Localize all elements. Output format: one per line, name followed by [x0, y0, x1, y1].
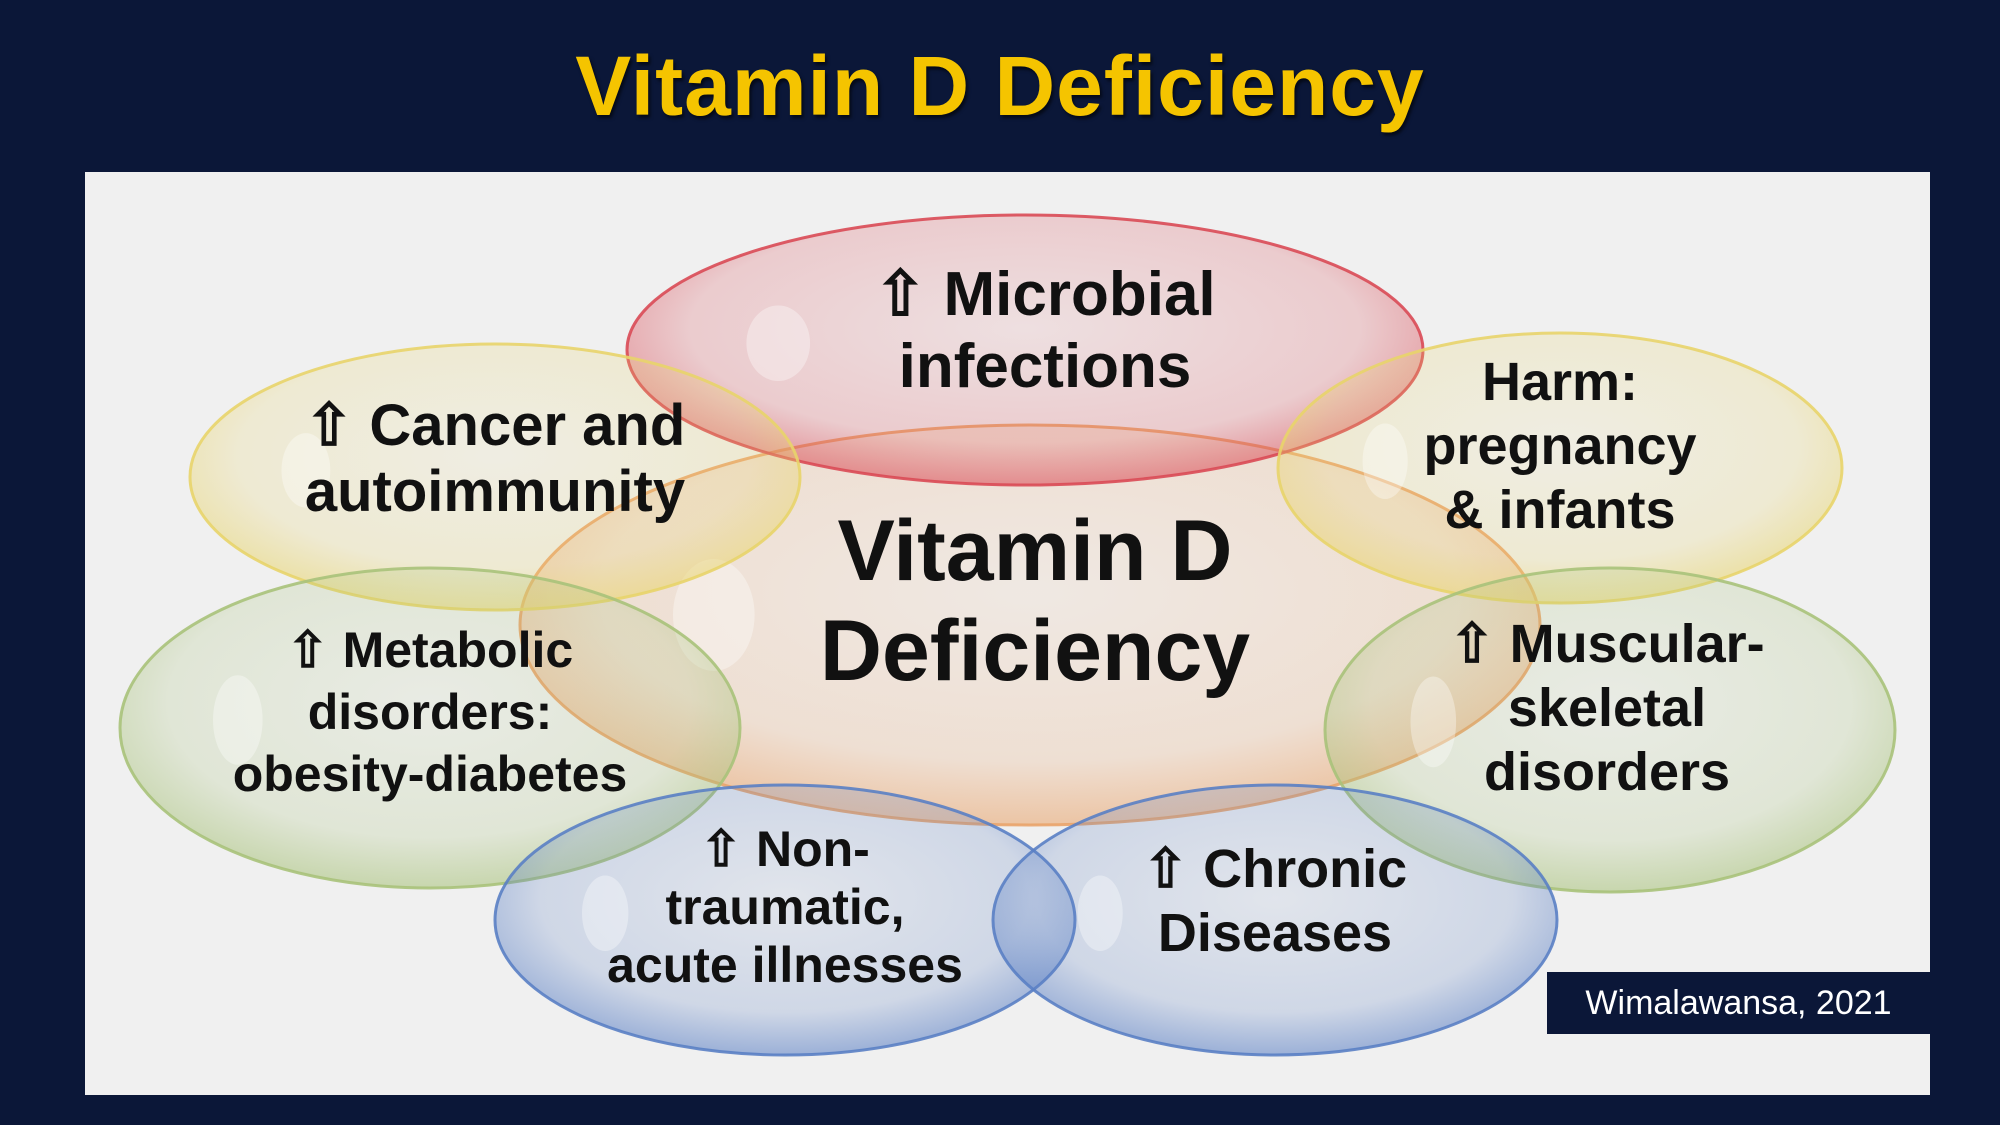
label-center-line-1: Vitamin D	[837, 503, 1232, 599]
label-cancer-line-1: ⇧ Cancer and	[305, 393, 686, 458]
ellipse-highlight-nontraumatic	[582, 875, 629, 952]
ellipse-highlight-microbial	[746, 305, 811, 382]
label-metabolic-line-3: obesity-diabetes	[233, 746, 628, 802]
label-metabolic-line-1: ⇧ Metabolic	[287, 622, 573, 678]
label-microbial-line-2: infections	[899, 332, 1192, 401]
ellipse-muscular	[1323, 566, 1897, 894]
label-harm: Harm:pregnancy& infants	[1423, 352, 1696, 540]
label-nontraumatic: ⇧ Non-traumatic,acute illnesses	[607, 821, 963, 993]
label-metabolic: ⇧ Metabolic disorders: obesity-diabetes	[233, 622, 628, 802]
label-cancer-line-2: autoimmunity	[305, 459, 685, 524]
label-muscular-line-3: disorders	[1484, 742, 1730, 802]
slide-title: Vitamin D Deficiency	[575, 39, 1425, 133]
label-harm-line-1: Harm:	[1482, 352, 1638, 412]
ellipse-metabolic	[118, 566, 742, 890]
label-metabolic-line-2: disorders:	[308, 684, 553, 740]
label-muscular-line-2: skeletal	[1508, 678, 1706, 738]
ellipse-highlight-metabolic	[213, 675, 263, 765]
label-harm-line-2: pregnancy	[1423, 416, 1696, 476]
label-harm-line-3: & infants	[1444, 480, 1675, 540]
citation-label: Wimalawansa, 2021	[1547, 972, 1930, 1034]
ellipse-chronic	[991, 783, 1559, 1057]
ellipse-highlight-chronic	[1077, 875, 1123, 952]
label-nontraumatic-line-1: ⇧ Non-	[700, 821, 870, 877]
label-nontraumatic-line-2: traumatic,	[666, 879, 905, 935]
label-center-line-2: Deficiency	[820, 603, 1250, 699]
ellipse-highlight-cancer	[281, 433, 331, 508]
label-chronic-line-2: Diseases	[1158, 903, 1392, 963]
ellipse-highlight-muscular	[1410, 676, 1457, 768]
ellipse-highlight-harm	[1362, 423, 1408, 500]
label-microbial-line-1: ⇧ Microbial	[874, 260, 1215, 329]
label-chronic-line-1: ⇧ Chronic	[1143, 839, 1407, 899]
label-muscular-line-1: ⇧ Muscular-	[1449, 614, 1764, 674]
label-nontraumatic-line-3: acute illnesses	[607, 937, 963, 993]
